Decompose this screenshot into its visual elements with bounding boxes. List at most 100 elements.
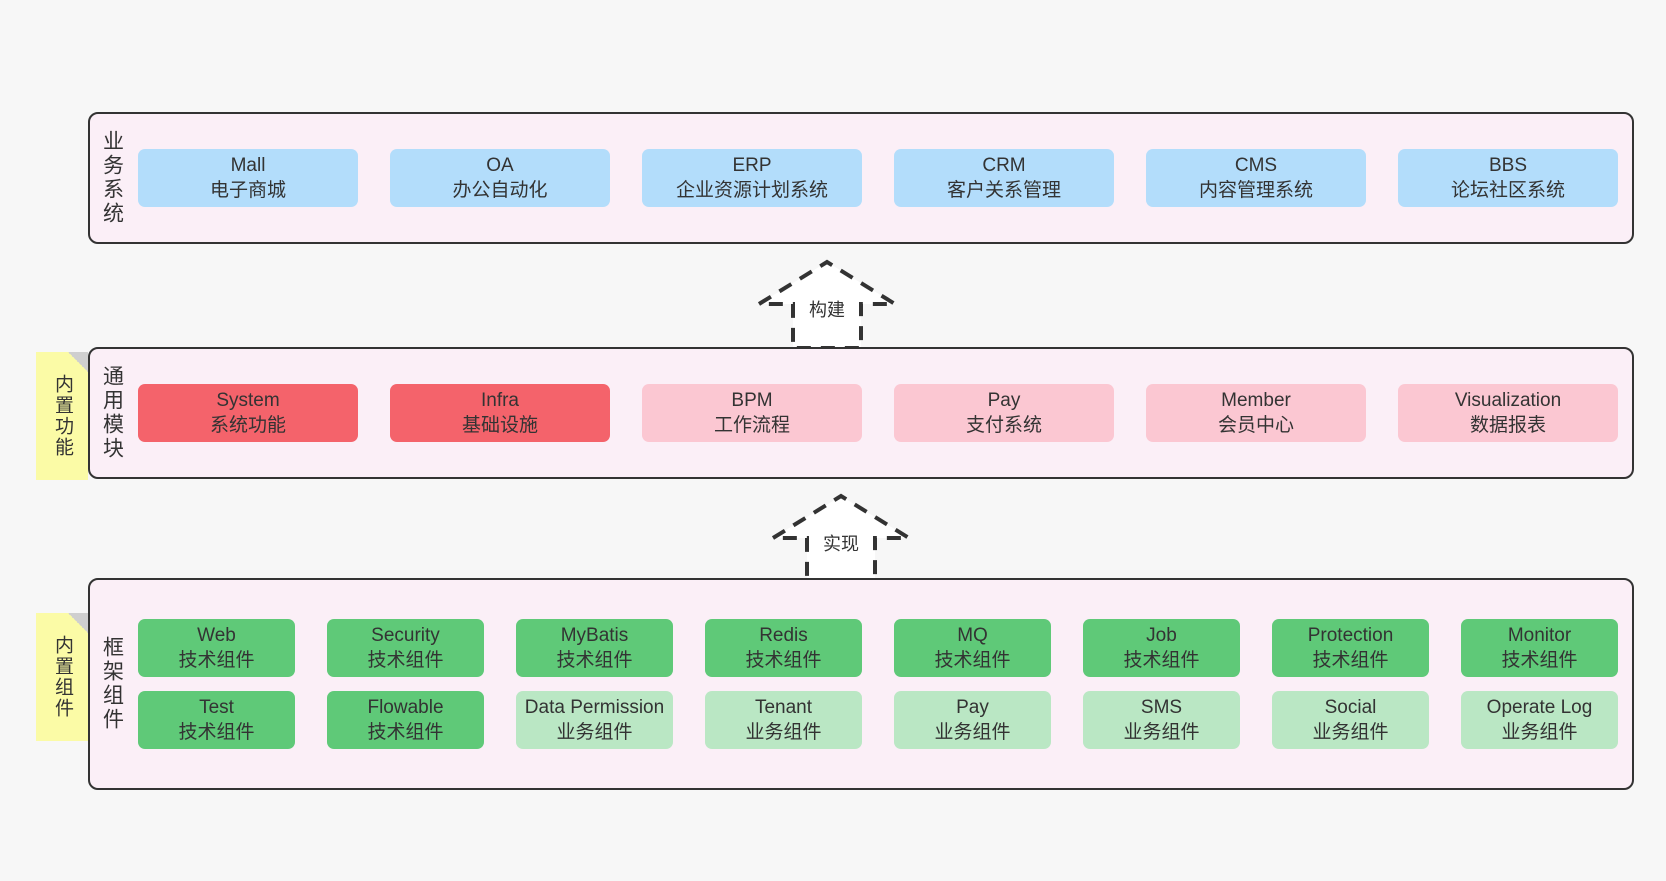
card-title: SMS: [1140, 697, 1183, 718]
card-subtitle: 办公自动化: [452, 180, 548, 201]
card-title: MyBatis: [560, 624, 629, 646]
card-title: Redis: [759, 624, 808, 646]
card-title: Pay: [956, 697, 989, 718]
card-title: MQ: [957, 624, 988, 646]
card-title: Social: [1324, 697, 1377, 718]
note-builtin-function: 内置功能: [36, 352, 88, 480]
card-operate-log[interactable]: Operate Log 业务组件: [1461, 691, 1618, 750]
card-title: Security: [371, 624, 440, 646]
card-subtitle: 技术组件: [1123, 649, 1200, 671]
build-arrow-icon: [751, 259, 903, 350]
card-system[interactable]: System 系统功能: [138, 383, 358, 443]
connector-build: 构建: [751, 258, 903, 350]
card-visualization[interactable]: Visualization 数据报表: [1398, 383, 1618, 443]
card-erp[interactable]: ERP 企业资源计划系统: [642, 148, 862, 208]
card-member[interactable]: Member 会员中心: [1146, 383, 1366, 443]
card-infra[interactable]: Infra 基础设施: [390, 383, 610, 443]
card-subtitle: 技术组件: [745, 649, 822, 671]
card-title: Job: [1146, 624, 1177, 646]
card-flowable[interactable]: Flowable 技术组件: [327, 691, 484, 750]
card-subtitle: 技术组件: [178, 722, 255, 744]
connector-implement-label: 实现: [823, 534, 859, 554]
card-subtitle: 数据报表: [1469, 415, 1546, 436]
card-social[interactable]: Social 业务组件: [1272, 691, 1429, 750]
layer-body-framework-component: Web 技术组件 Security 技术组件 MyBatis 技术组件 Redi…: [134, 580, 1632, 788]
card-subtitle: 业务组件: [934, 722, 1011, 744]
card-crm[interactable]: CRM 客户关系管理: [894, 148, 1114, 208]
layer-title-common-module: 通用模块: [100, 365, 124, 461]
layer-body-common-module: System 系统功能 Infra 基础设施 BPM 工作流程 Pay 支付系统…: [134, 349, 1632, 477]
note-label: 内置功能: [51, 374, 73, 458]
card-title: Protection: [1307, 624, 1394, 646]
layer-row: System 系统功能 Infra 基础设施 BPM 工作流程 Pay 支付系统…: [138, 383, 1618, 443]
card-title: Tenant: [754, 697, 813, 718]
layer-framework-component: 框架组件 Web 技术组件 Security 技术组件 MyBatis 技术组件…: [88, 578, 1634, 790]
card-bbs[interactable]: BBS 论坛社区系统: [1398, 148, 1618, 208]
card-title: CMS: [1234, 154, 1278, 176]
card-web[interactable]: Web 技术组件: [138, 618, 295, 677]
card-cms[interactable]: CMS 内容管理系统: [1146, 148, 1366, 208]
card-subtitle: 技术组件: [367, 649, 444, 671]
card-subtitle: 技术组件: [178, 649, 255, 671]
card-oa[interactable]: OA 办公自动化: [390, 148, 610, 208]
card-title: Mall: [230, 154, 266, 176]
layer-title-business-system: 业务系统: [100, 130, 124, 226]
card-subtitle: 技术组件: [367, 722, 444, 744]
card-subtitle: 技术组件: [556, 649, 633, 671]
card-protection[interactable]: Protection 技术组件: [1272, 618, 1429, 677]
card-subtitle: 工作流程: [713, 415, 790, 436]
card-redis[interactable]: Redis 技术组件: [705, 618, 862, 677]
card-subtitle: 客户关系管理: [946, 180, 1061, 201]
layer-body-business-system: Mall 电子商城 OA 办公自动化 ERP 企业资源计划系统 CRM 客户关系…: [134, 114, 1632, 242]
card-title: BPM: [731, 389, 773, 411]
card-pay[interactable]: Pay 支付系统: [894, 383, 1114, 443]
note-label: 内置组件: [51, 635, 73, 719]
card-title: Infra: [480, 389, 520, 411]
card-subtitle: 会员中心: [1217, 415, 1294, 436]
card-subtitle: 技术组件: [1312, 649, 1389, 671]
card-title: BBS: [1488, 154, 1528, 176]
card-title: Member: [1221, 389, 1291, 411]
card-title: ERP: [732, 154, 772, 176]
card-subtitle: 业务组件: [556, 722, 633, 744]
connector-implement: 实现: [765, 492, 917, 584]
card-data-permission[interactable]: Data Permission 业务组件: [516, 691, 673, 750]
card-subtitle: 基础设施: [461, 415, 538, 436]
card-mq[interactable]: MQ 技术组件: [894, 618, 1051, 677]
card-subtitle: 企业资源计划系统: [675, 180, 828, 201]
implement-arrow-icon: [765, 493, 917, 584]
card-subtitle: 业务组件: [1501, 722, 1578, 744]
card-monitor[interactable]: Monitor 技术组件: [1461, 618, 1618, 677]
card-subtitle: 电子商城: [209, 180, 286, 201]
card-title: Test: [199, 697, 234, 718]
card-subtitle: 技术组件: [934, 649, 1011, 671]
card-mybatis[interactable]: MyBatis 技术组件: [516, 618, 673, 677]
layer-row: Web 技术组件 Security 技术组件 MyBatis 技术组件 Redi…: [138, 618, 1618, 677]
layer-title-framework-component: 框架组件: [100, 636, 124, 732]
card-sms[interactable]: SMS 业务组件: [1083, 691, 1240, 750]
card-subtitle: 内容管理系统: [1198, 180, 1313, 201]
card-title: Operate Log: [1486, 697, 1593, 718]
card-title: Data Permission: [524, 697, 665, 718]
card-subtitle: 论坛社区系统: [1450, 180, 1565, 201]
card-title: CRM: [982, 154, 1026, 176]
card-title: Visualization: [1454, 389, 1562, 411]
card-tenant[interactable]: Tenant 业务组件: [705, 691, 862, 750]
connector-build-label: 构建: [809, 300, 845, 320]
card-bpm[interactable]: BPM 工作流程: [642, 383, 862, 443]
layer-row: Test 技术组件 Flowable 技术组件 Data Permission …: [138, 691, 1618, 750]
card-security[interactable]: Security 技术组件: [327, 618, 484, 677]
card-subtitle: 系统功能: [209, 415, 286, 436]
card-mall[interactable]: Mall 电子商城: [138, 148, 358, 208]
card-subtitle: 支付系统: [965, 415, 1042, 436]
card-test[interactable]: Test 技术组件: [138, 691, 295, 750]
card-pay-biz[interactable]: Pay 业务组件: [894, 691, 1051, 750]
layer-common-module: 通用模块 System 系统功能 Infra 基础设施 BPM 工作流程 Pay…: [88, 347, 1634, 479]
card-title: Pay: [987, 389, 1021, 411]
card-job[interactable]: Job 技术组件: [1083, 618, 1240, 677]
layer-row: Mall 电子商城 OA 办公自动化 ERP 企业资源计划系统 CRM 客户关系…: [138, 148, 1618, 208]
card-subtitle: 业务组件: [1123, 722, 1200, 744]
layer-business-system: 业务系统 Mall 电子商城 OA 办公自动化 ERP 企业资源计划系统 CRM…: [88, 112, 1634, 244]
card-title: Flowable: [367, 697, 444, 718]
